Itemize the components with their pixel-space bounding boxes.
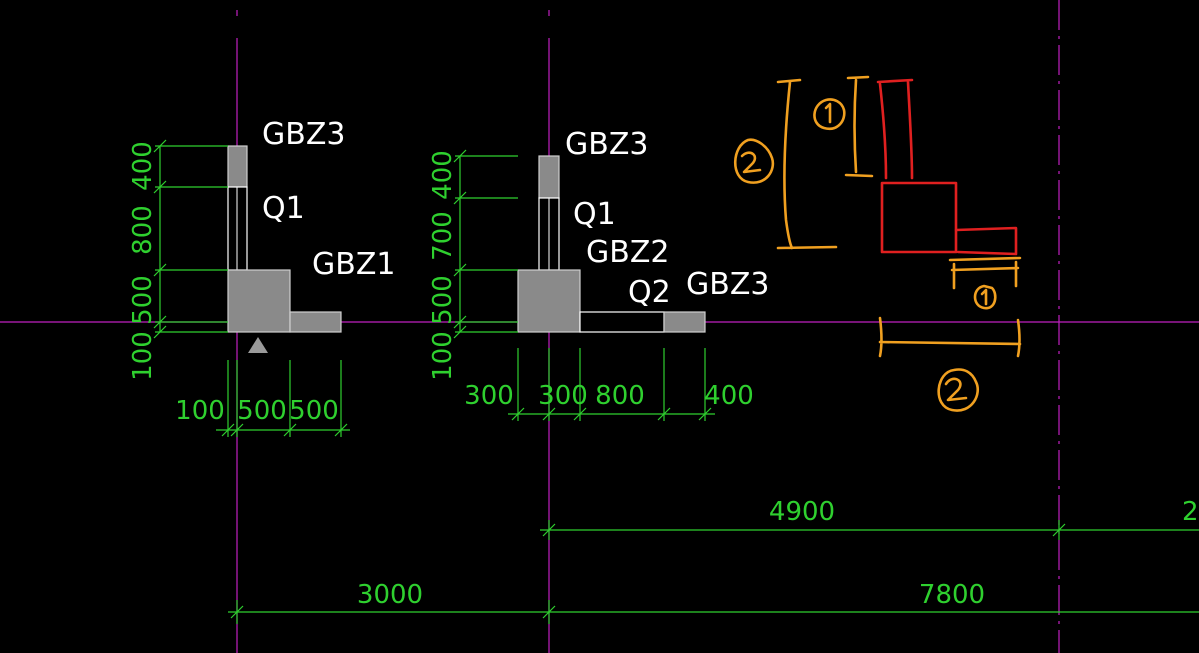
middle-wall-horizontal[interactable] — [579, 311, 665, 333]
annotation-bracket-small — [948, 256, 1022, 290]
axis-dimension-lines — [228, 520, 1199, 624]
mid-hdim-400: 400 — [704, 381, 754, 411]
mid-vdim-700: 700 — [428, 211, 458, 261]
middle-top-column[interactable] — [538, 155, 560, 199]
annotation-digit-1 — [824, 102, 832, 124]
left-hdim-100: 100 — [175, 396, 225, 426]
annotation-red-stub — [954, 226, 1018, 256]
handwritten-annotations — [734, 75, 1022, 412]
left-vdim-100: 100 — [128, 331, 158, 381]
left-hdim-500b: 500 — [289, 396, 339, 426]
label-mid-q2: Q2 — [628, 275, 671, 310]
annotation-circle-2-left — [734, 138, 775, 184]
elevation-marker-icon — [248, 337, 268, 353]
mid-vdim-100: 100 — [428, 331, 458, 381]
axis-dim-29-partial: 29 — [1182, 497, 1199, 527]
label-mid-gbz3-end: GBZ3 — [686, 267, 769, 302]
left-top-column[interactable] — [227, 145, 248, 188]
mid-hdim-800: 800 — [595, 381, 645, 411]
mid-hdim-300b: 300 — [538, 381, 588, 411]
middle-end-column[interactable] — [663, 311, 706, 333]
left-horizontal-dimension-chain — [216, 360, 350, 437]
left-hdim-500a: 500 — [237, 396, 287, 426]
middle-horizontal-dimension-chain — [508, 348, 715, 421]
left-vdim-400: 400 — [128, 141, 158, 191]
left-end-column[interactable] — [289, 311, 342, 333]
label-mid-gbz2: GBZ2 — [586, 235, 669, 270]
annotation-bracket-tall — [776, 78, 838, 250]
annotation-circle-1 — [813, 98, 846, 131]
middle-vertical-dimension-chain — [453, 149, 518, 339]
axis-dim-4900: 4900 — [769, 497, 835, 527]
left-vdim-500: 500 — [128, 275, 158, 325]
mid-vdim-400: 400 — [428, 150, 458, 200]
left-wall-group: GBZ3 Q1 GBZ1 400 800 500 100 — [128, 117, 395, 437]
label-mid-q1: Q1 — [573, 197, 616, 232]
left-corner-column[interactable] — [227, 269, 291, 333]
annotation-red-wall — [876, 78, 914, 180]
left-vertical-dimension-chain — [153, 139, 228, 339]
label-left-gbz1: GBZ1 — [312, 247, 395, 282]
annotation-digit-2-bottom — [944, 377, 968, 402]
mid-hdim-300a: 300 — [464, 381, 514, 411]
axis-dim-3000: 3000 — [357, 580, 423, 610]
annotation-bracket-bottom — [878, 316, 1022, 358]
axis-dim-7800: 7800 — [919, 580, 985, 610]
middle-wall-group: GBZ3 Q1 GBZ2 Q2 GBZ3 400 700 500 100 — [428, 127, 769, 421]
mid-vdim-500: 500 — [428, 275, 458, 325]
label-left-q1: Q1 — [262, 191, 305, 226]
annotation-red-column — [880, 181, 958, 254]
label-mid-gbz3: GBZ3 — [565, 127, 648, 162]
left-vdim-800: 800 — [128, 205, 158, 255]
annotation-circle-2-bottom — [937, 368, 979, 412]
annotation-bracket-short — [844, 75, 874, 178]
label-left-gbz3: GBZ3 — [262, 117, 345, 152]
annotation-circle-1-small — [973, 284, 997, 310]
middle-corner-column[interactable] — [517, 269, 581, 333]
annotation-digit-2-left — [740, 151, 762, 174]
annotation-digit-1-small — [980, 288, 988, 306]
